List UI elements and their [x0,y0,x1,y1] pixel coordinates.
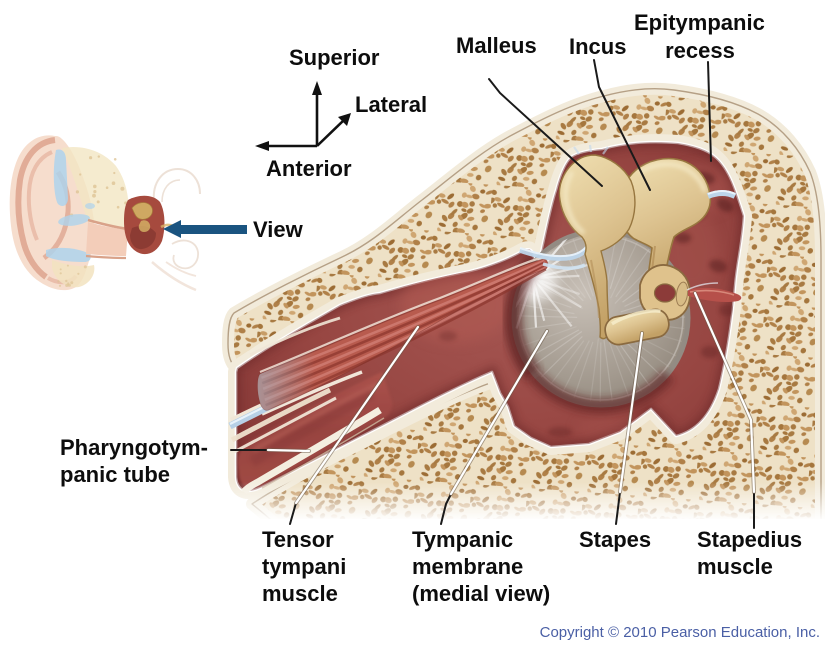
svg-text:Tympanic: Tympanic [412,527,513,552]
svg-text:recess: recess [665,38,735,63]
svg-text:Pharyngotym-: Pharyngotym- [60,435,208,460]
svg-text:Stapes: Stapes [579,527,651,552]
svg-text:Copyright © 2010 Pearson Educa: Copyright © 2010 Pearson Education, Inc. [540,624,820,641]
svg-text:Epitympanic: Epitympanic [634,10,765,35]
svg-text:Superior: Superior [289,45,380,70]
svg-text:Tensor: Tensor [262,527,334,552]
svg-text:Malleus: Malleus [456,33,537,58]
svg-text:muscle: muscle [697,554,773,579]
svg-text:tympani: tympani [262,554,346,579]
svg-text:muscle: muscle [262,581,338,606]
svg-text:panic tube: panic tube [60,462,170,487]
svg-text:membrane: membrane [412,554,523,579]
svg-text:Lateral: Lateral [355,92,427,117]
svg-text:Incus: Incus [569,34,626,59]
svg-text:(medial view): (medial view) [412,581,550,606]
svg-text:Stapedius: Stapedius [697,527,802,552]
svg-text:Anterior: Anterior [266,156,352,181]
svg-text:View: View [253,217,304,242]
